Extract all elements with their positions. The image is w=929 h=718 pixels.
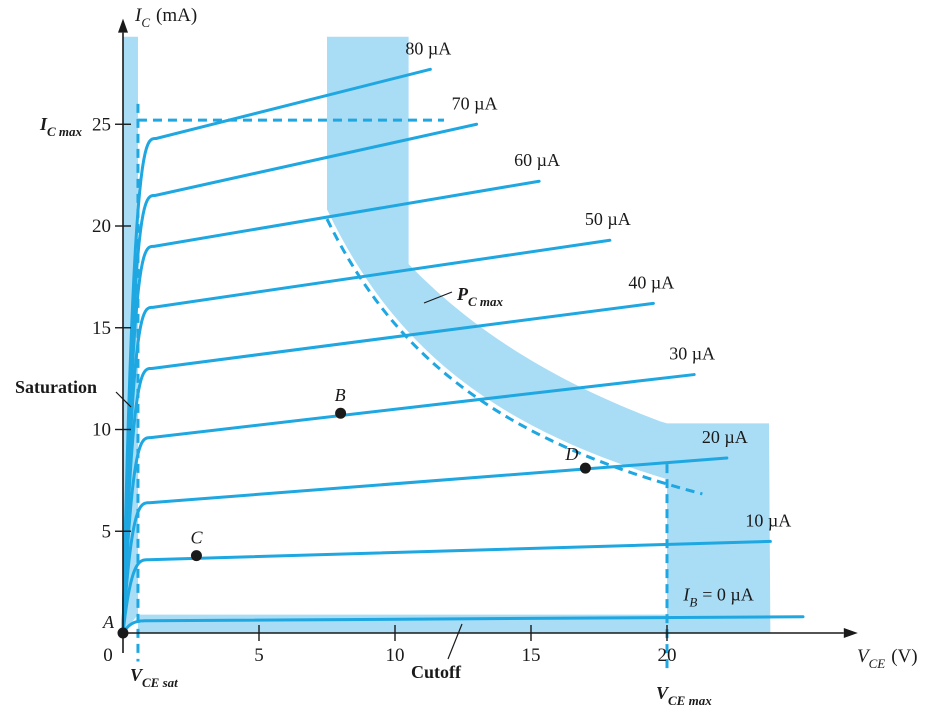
point-d: D (564, 444, 591, 474)
x-tick-label: 5 (254, 645, 264, 666)
curve-line (121, 301, 655, 635)
cutoff-label: Cutoff (411, 662, 462, 682)
curve-label: 20 µA (702, 427, 748, 447)
x-axis-label: VCE(V) (857, 646, 918, 671)
y-axis-label: IC(mA) (134, 5, 197, 30)
curve-line (121, 456, 729, 635)
curve-line (121, 615, 805, 635)
curve-label: 70 µA (452, 93, 498, 113)
curve-line (121, 238, 612, 635)
axes: 0 5 10 15 20 5 10 15 20 25 (92, 18, 858, 666)
pc-max-label: PC max (456, 284, 504, 309)
curve-label: 30 µA (669, 344, 715, 364)
y-tick-label: 25 (92, 114, 111, 135)
characteristic-curves: IB= 0 µA 10 µA 20 µA 30 µA 40 µA 50 µA 60 µA 70… (121, 38, 805, 635)
curve-label: 80 µA (405, 38, 451, 58)
point-label: B (335, 385, 346, 405)
curve-80ua: 80 µA (121, 38, 451, 635)
curve-30ua: 30 µA (121, 344, 715, 635)
point-b: B (335, 385, 347, 419)
x-tick-label: 20 (658, 645, 677, 666)
curve-label: 50 µA (585, 209, 631, 229)
x-tick-label: 0 (103, 645, 113, 666)
point-marker (579, 462, 591, 474)
point-label: A (102, 612, 115, 632)
y-tick-label: 5 (102, 521, 112, 542)
curve-20ua: 20 µA (121, 427, 748, 635)
y-tick-label: 20 (92, 216, 111, 237)
limit-lines (136, 103, 703, 674)
saturation-label: Saturation (15, 377, 97, 397)
curve-line (121, 539, 772, 635)
ic-max-label: IC max (39, 114, 83, 139)
x-tick-label: 15 (522, 645, 541, 666)
curve-10ua: 10 µA (121, 510, 791, 635)
y-tick-label: 15 (92, 318, 111, 339)
curve-label: 10 µA (745, 510, 791, 530)
curve-0ua: IB= 0 µA (121, 584, 805, 635)
point-a: A (102, 612, 129, 639)
operating-points: A B C D (102, 385, 591, 639)
y-tick-label: 10 (92, 420, 111, 441)
shaded-limit-region (123, 36, 771, 634)
curve-line (121, 67, 432, 635)
point-label: C (190, 528, 203, 548)
x-axis-arrow (843, 628, 858, 638)
curve-label: IB= 0 µA (682, 584, 753, 609)
y-axis-arrow (118, 18, 128, 33)
curve-label: 60 µA (514, 150, 560, 170)
saturation-leader (115, 391, 132, 408)
safe-operating-region (123, 36, 771, 634)
cutoff-leader (447, 623, 463, 660)
point-marker (335, 407, 347, 419)
point-marker (117, 627, 129, 639)
x-tick-label: 10 (386, 645, 405, 666)
vce-sat-label: VCE sat (130, 665, 178, 690)
pc-max-leader (423, 291, 453, 304)
curve-label: 40 µA (628, 272, 674, 292)
curve-line (121, 179, 541, 635)
point-marker (190, 550, 202, 562)
vce-max-label: VCE max (656, 683, 712, 708)
point-c: C (190, 528, 203, 562)
point-label: D (564, 444, 578, 464)
